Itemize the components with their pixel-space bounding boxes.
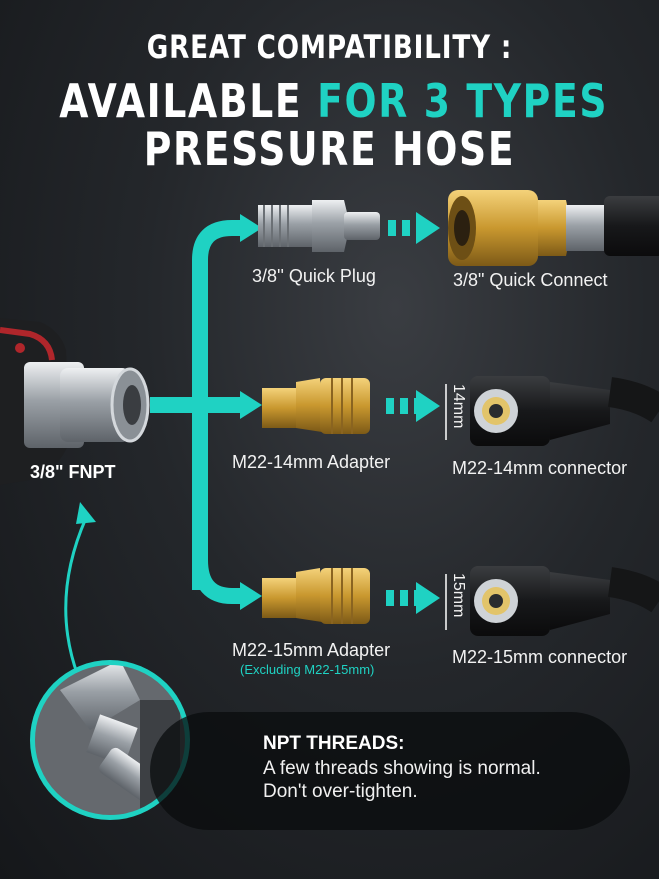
row3-connector-label: M22-15mm connector — [452, 647, 628, 667]
note-line-2: Don't over-tighten. — [263, 781, 418, 802]
headline-line-3: PRESSURE HOSE — [143, 122, 516, 176]
note-box — [150, 712, 630, 830]
row2-adapter-label: M22-14mm Adapter — [232, 452, 391, 472]
row3-size-label: 15mm — [450, 573, 467, 618]
headline-line-2: AVAILABLE FOR 3 TYPES — [59, 74, 606, 128]
row1-connector-label: 3/8" Quick Connect — [453, 270, 608, 290]
branch-arrowheads — [240, 214, 262, 610]
note-line-1: A few threads showing is normal. — [263, 758, 541, 779]
note-title: NPT THREADS: — [263, 733, 405, 754]
headline-line-2-white: AVAILABLE — [59, 74, 318, 128]
headline-line-1: GREAT COMPATIBILITY : — [146, 28, 513, 66]
quick-plug-image — [258, 200, 380, 252]
curved-arrow — [64, 502, 96, 677]
source-label: 3/8" FNPT — [30, 462, 116, 482]
headline-line-2-accent: FOR 3 TYPES — [317, 74, 609, 128]
row2-size-label: 14mm — [450, 384, 467, 429]
quick-connect-image — [448, 190, 659, 266]
row3-arrow — [386, 582, 440, 614]
row3-adapter-note: (Excluding M22-15mm) — [240, 662, 375, 677]
m22-14mm-connector-image — [445, 376, 659, 446]
fnpt-fitting — [24, 362, 150, 448]
row1-arrow — [388, 212, 440, 244]
m22-15mm-adapter-image — [262, 568, 370, 624]
row2-connector-label: M22-14mm connector — [452, 458, 628, 478]
m22-15mm-connector-image — [445, 566, 659, 636]
m22-14mm-adapter-image — [262, 378, 370, 434]
row1-adapter-label: 3/8'' Quick Plug — [252, 266, 376, 286]
row3-adapter-label: M22-15mm Adapter — [232, 640, 391, 660]
branch-lines — [150, 220, 240, 604]
row2-arrow — [386, 390, 440, 422]
